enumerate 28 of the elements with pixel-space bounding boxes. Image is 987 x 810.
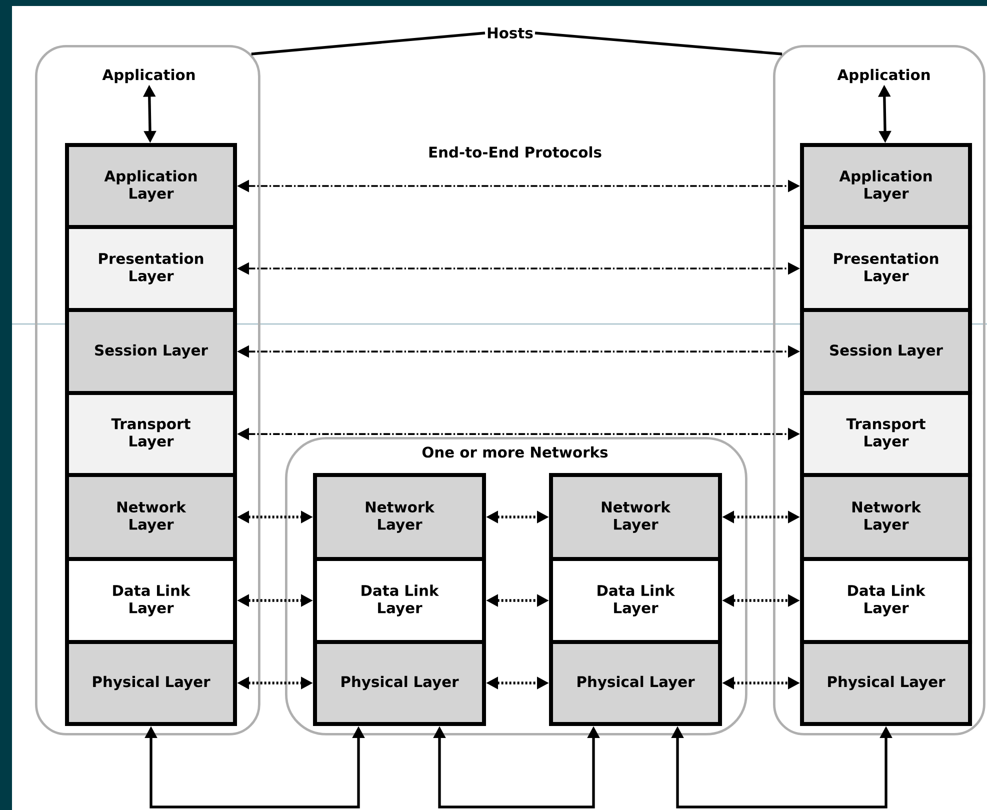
- host-outline: [35, 45, 260, 736]
- layer-box: Physical Layer: [800, 640, 972, 726]
- layer-box: Network Layer: [65, 473, 237, 561]
- layer-box: Transport Layer: [65, 391, 237, 477]
- layer-box: Data Link Layer: [313, 557, 486, 644]
- layer-box: Application Layer: [65, 143, 237, 229]
- layer-box: Session Layer: [800, 308, 972, 395]
- label-text: Hosts: [488, 28, 533, 38]
- host-outline: [773, 45, 986, 736]
- layer-box: Data Link Layer: [65, 557, 237, 644]
- layer-box: Data Link Layer: [549, 557, 722, 644]
- layer-box: Presentation Layer: [800, 225, 972, 312]
- label-text: Application: [102, 68, 195, 84]
- label-text: Application: [837, 68, 930, 84]
- layer-box: Network Layer: [800, 473, 972, 561]
- leader-line: [251, 32, 486, 56]
- caption-text: End-to-End Protocols: [429, 146, 602, 158]
- layer-box: Session Layer: [65, 308, 237, 395]
- layer-box: Application Layer: [800, 143, 972, 229]
- layer-box: Physical Layer: [549, 640, 722, 726]
- layer-box: Network Layer: [313, 473, 486, 561]
- layer-box: Network Layer: [549, 473, 722, 561]
- layer-box: Presentation Layer: [65, 225, 237, 312]
- layer-box: Physical Layer: [65, 640, 237, 726]
- layer-box: Physical Layer: [313, 640, 486, 726]
- layer-box: Data Link Layer: [800, 557, 972, 644]
- leader-line: [534, 32, 782, 56]
- layer-box: Transport Layer: [800, 391, 972, 477]
